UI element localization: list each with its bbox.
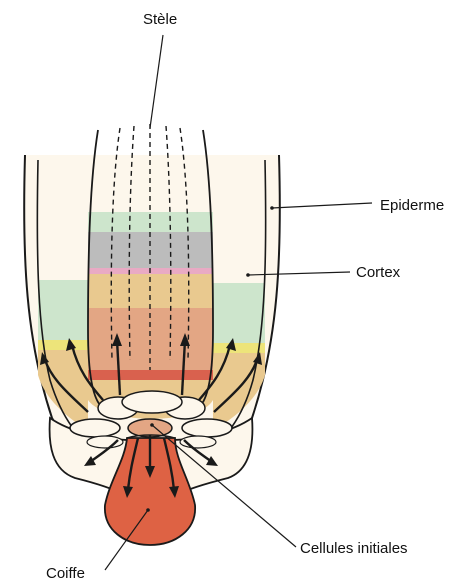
label-stele: Stèle bbox=[143, 12, 177, 27]
label-coiffe: Coiffe bbox=[46, 566, 85, 581]
label-cellules-initiales: Cellules initiales bbox=[300, 541, 408, 556]
label-cortex: Cortex bbox=[356, 265, 400, 280]
label-epiderme: Epiderme bbox=[380, 198, 444, 213]
